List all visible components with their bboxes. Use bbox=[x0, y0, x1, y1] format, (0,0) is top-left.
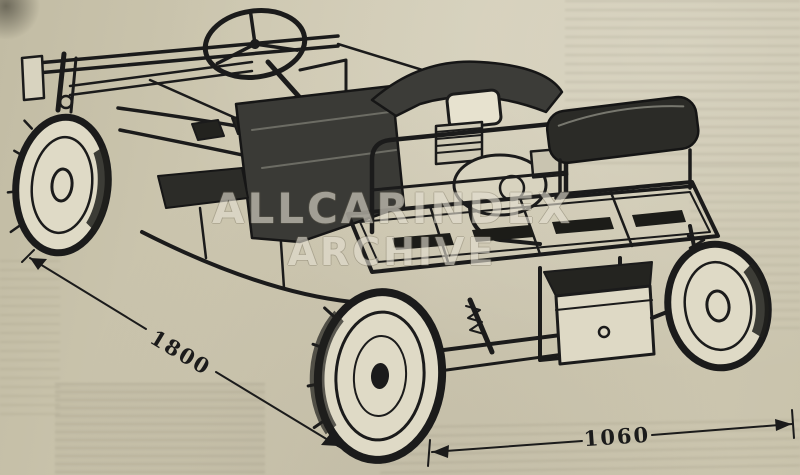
dimension-length: 1800 bbox=[21, 249, 353, 455]
rear-right-wheel bbox=[664, 240, 772, 372]
rear-rack bbox=[346, 180, 720, 274]
dimension-width-label: 1060 bbox=[583, 422, 651, 452]
battery-box bbox=[543, 261, 656, 366]
driver-seat bbox=[157, 84, 406, 244]
rear-seat bbox=[545, 95, 700, 200]
dimension-width: 1060 bbox=[427, 409, 795, 467]
rear-left-wheel bbox=[306, 288, 447, 464]
dimension-length-label: 1800 bbox=[146, 325, 216, 381]
engine bbox=[434, 88, 569, 246]
front-axle-assembly bbox=[20, 34, 348, 124]
steering-wheel bbox=[202, 8, 308, 80]
front-left-wheel bbox=[6, 113, 112, 257]
